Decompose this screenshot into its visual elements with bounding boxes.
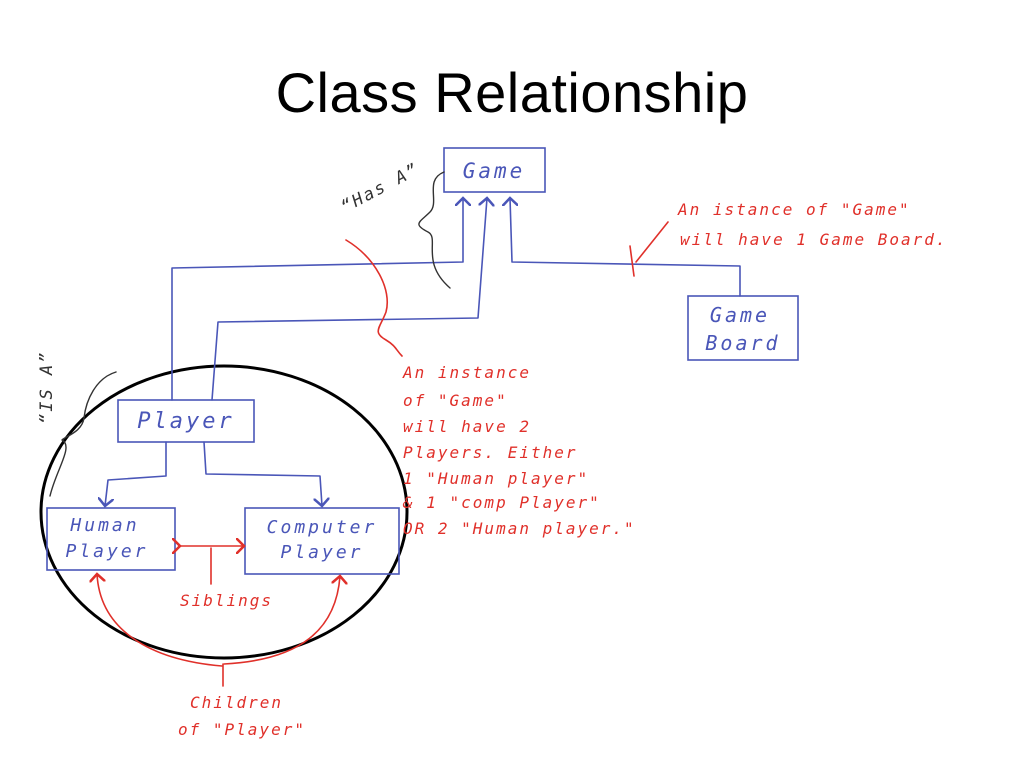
players-note-line3: will have 2 <box>403 417 531 436</box>
children-note-line1: Children <box>190 693 283 712</box>
children-arrow-computer <box>223 576 340 665</box>
has-a-brace <box>418 171 451 289</box>
game-board-note-line1: An istance of "Game" <box>677 200 911 219</box>
player-to-human-connector <box>105 441 167 506</box>
players-note-line2: of "Game" <box>403 391 508 410</box>
players-note: An instance of "Game" will have 2 Player… <box>402 363 636 538</box>
game-board-box-label-line1: Game <box>710 303 770 327</box>
computer-player-box-label-line2: Player <box>280 542 363 563</box>
player-to-game-connector-2 <box>211 198 487 401</box>
players-note-line1: An instance <box>402 363 531 382</box>
game-board-box-label-line2: Board <box>705 331 780 355</box>
game-board-note-line2: will have 1 Game Board. <box>680 230 948 249</box>
game-box: Game <box>443 147 546 193</box>
human-player-box-label-line1: Human <box>69 515 139 536</box>
players-note-line4: Players. Either <box>403 443 578 462</box>
player-box: Player <box>117 399 255 443</box>
siblings-label: Siblings <box>180 591 273 610</box>
computer-player-box: Computer Player <box>244 507 400 575</box>
game-board-box: Game Board <box>687 295 799 361</box>
game-board-note: An istance of "Game" will have 1 Game Bo… <box>677 200 948 249</box>
game-box-label: Game <box>463 159 526 183</box>
human-player-box: Human Player <box>46 507 176 571</box>
players-note-line7: OR 2 "Human player." <box>403 519 636 538</box>
game-board-multiplicity-tick <box>629 245 635 277</box>
children-arrow-human <box>97 574 223 667</box>
human-player-box-label-line2: Player <box>65 541 148 562</box>
inheritance-circle <box>39 364 409 660</box>
game-board-note-pointer <box>635 221 669 263</box>
players-note-line5: 1 "Human player" <box>403 469 589 488</box>
players-note-brace <box>345 239 403 357</box>
children-note: Children of "Player" <box>178 693 306 739</box>
player-to-game-connector-1 <box>171 198 463 401</box>
page-title: Class Relationship <box>275 61 749 124</box>
computer-player-box-label-line1: Computer <box>267 517 378 538</box>
has-a-label: “Has A” <box>338 160 423 218</box>
children-note-line2: of "Player" <box>178 720 306 739</box>
is-a-label: “IS A” <box>37 351 57 424</box>
gameboard-to-game-connector <box>510 198 741 297</box>
is-a-brace <box>49 371 117 497</box>
player-to-computer-connector <box>203 441 322 506</box>
player-box-label: Player <box>137 409 234 434</box>
players-note-line6: & 1 "comp Player" <box>402 493 601 512</box>
